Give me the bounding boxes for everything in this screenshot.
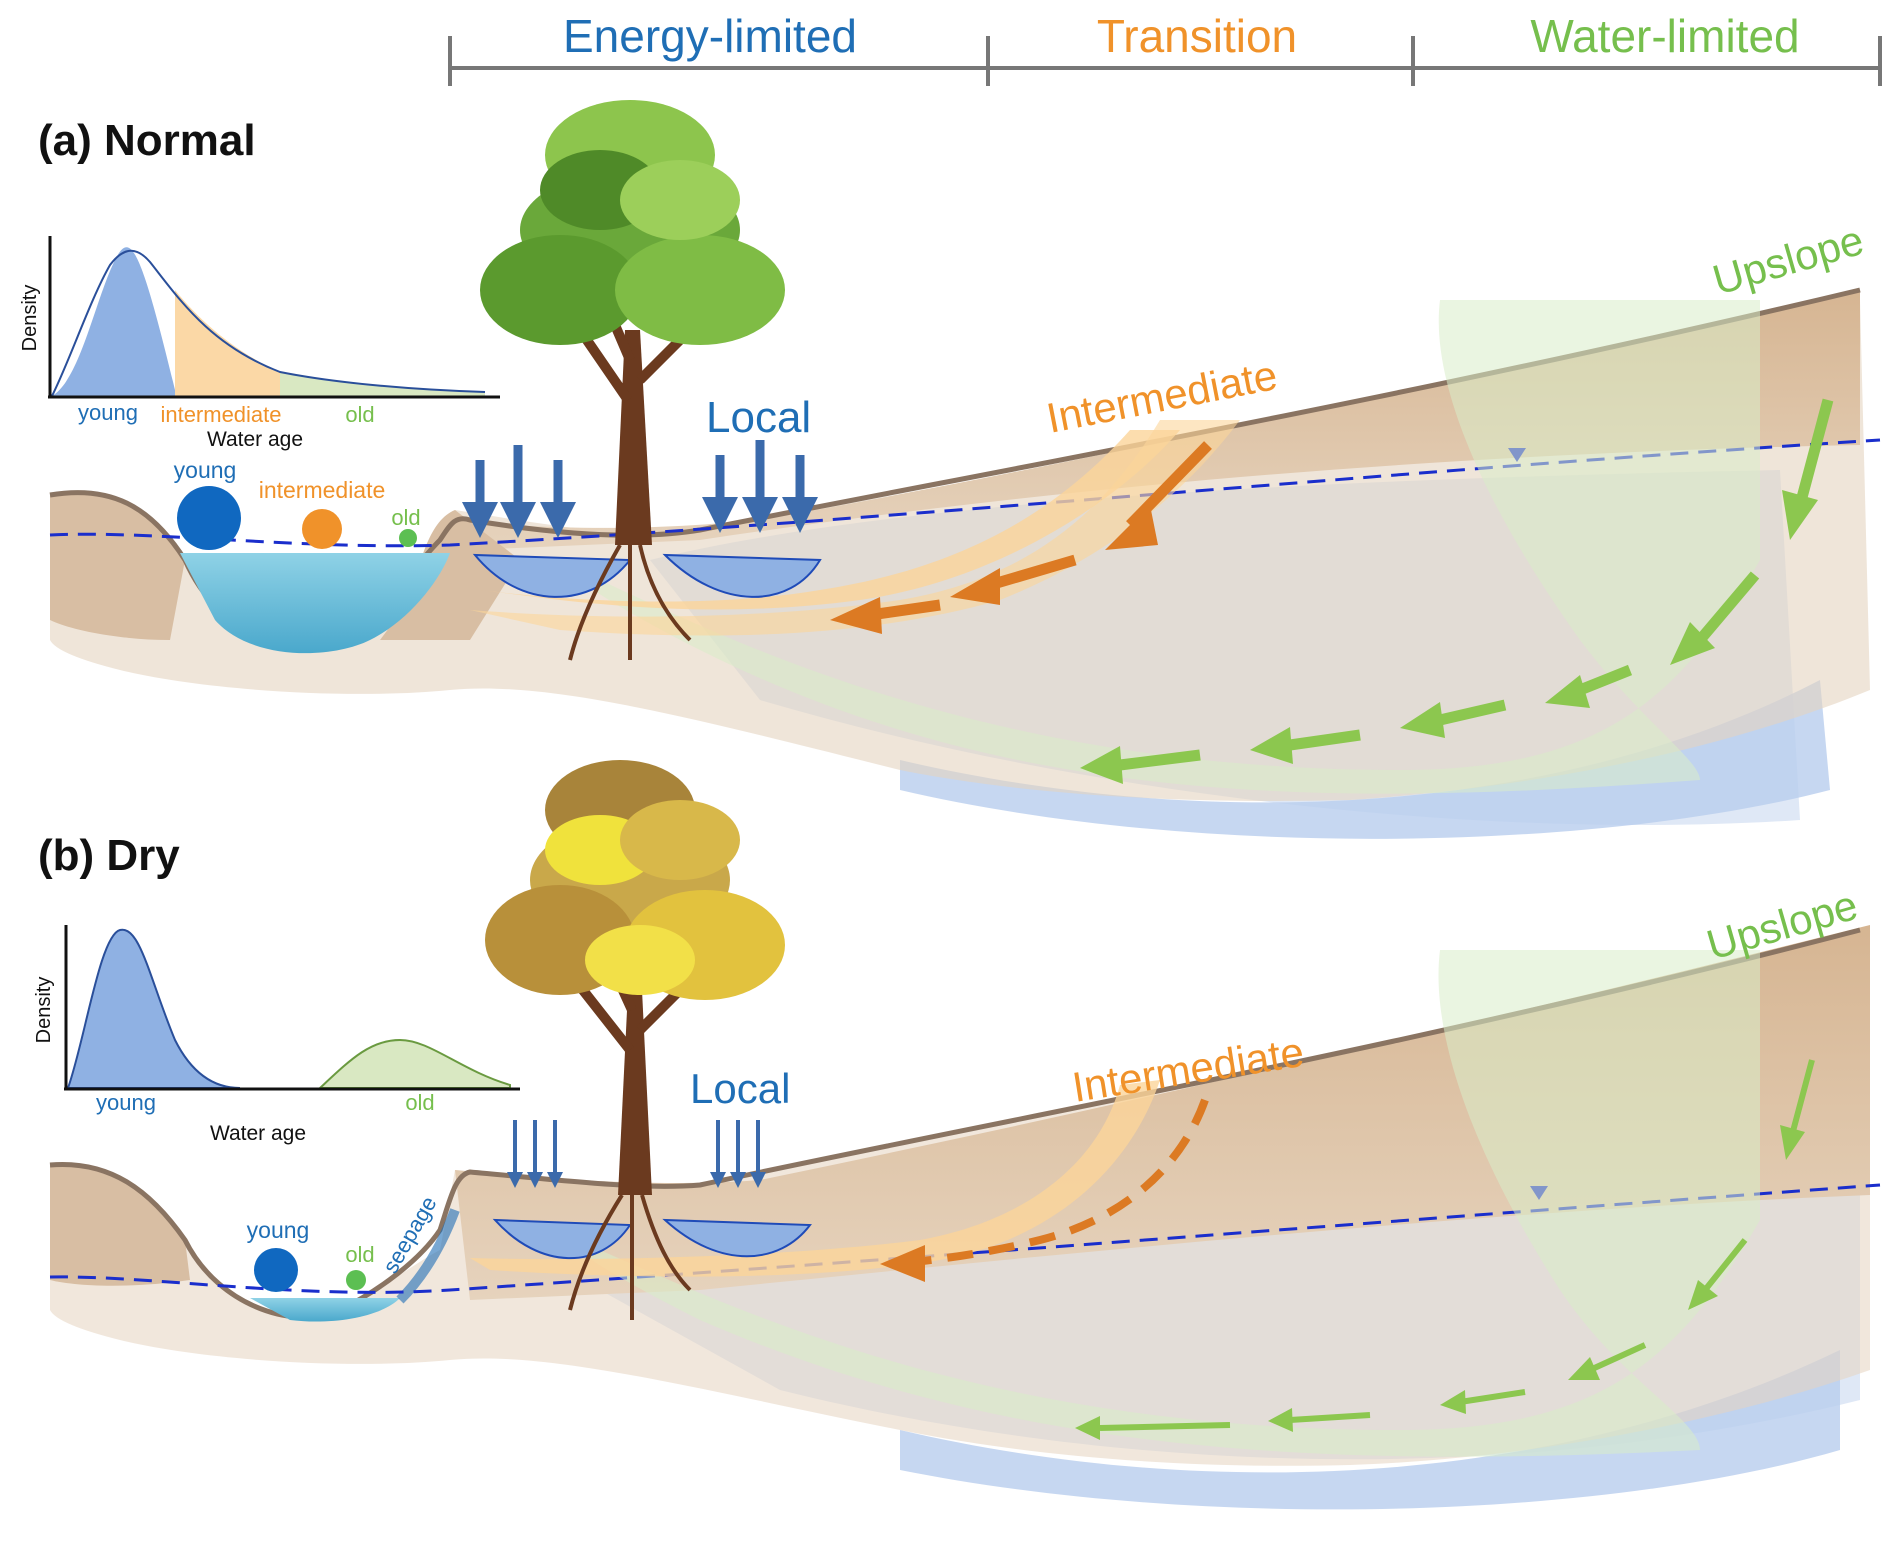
panel-b-river-water [250, 1298, 400, 1322]
density-old-area [317, 1038, 511, 1089]
panel-a-bubble-intermediate [302, 509, 342, 549]
panel-b-upslope-arrows [1075, 1059, 1815, 1440]
panel-b-upslope-band [576, 950, 1760, 1457]
panel-a-deep-groundwater [900, 680, 1830, 839]
panel-a-river-water [180, 553, 450, 654]
panel-a-bubble-old-label: old [391, 505, 420, 530]
tree-autumn-icon [485, 760, 785, 1320]
panel-b-bubble-old-label: old [345, 1242, 374, 1267]
panel-a-upslope-arrows [1080, 398, 1834, 784]
panel-b-intermediate-arrow [880, 1098, 1209, 1282]
panel-a-label-upslope: Upslope [1708, 216, 1869, 304]
density-cat-young: young [78, 400, 138, 425]
density-old-area [280, 372, 485, 396]
density-young-area [66, 928, 241, 1089]
panel-a-intermediate-arrows [830, 441, 1212, 634]
panel-b-bubble-young [254, 1248, 298, 1292]
density-cat-old: old [405, 1090, 434, 1115]
density-x-label: Water age [207, 428, 303, 451]
panel-b-label-local: Local [690, 1065, 790, 1112]
density-y-label: Density [19, 285, 41, 352]
density-young-area [52, 247, 175, 396]
density-cat-old: old [345, 402, 374, 427]
zone-label-water: Water-limited [1530, 10, 1799, 62]
panel-b-local-band-left [492, 1218, 632, 1260]
panel-a-label-local: Local [706, 393, 811, 442]
zone-label-transition: Transition [1097, 10, 1297, 62]
panel-a-bubble-young [177, 486, 241, 550]
panel-b-local-band-right [662, 1218, 812, 1258]
panel-b-bubble-young-label: young [247, 1217, 310, 1243]
panel-a-upslope-band [571, 300, 1761, 794]
panel-b-density-chart: Density young old Water age [33, 925, 520, 1145]
panel-a-bubble-intermediate-label: intermediate [259, 477, 386, 503]
panel-b-bank-left [50, 1164, 190, 1286]
panel-a-intermediate-band [480, 430, 1180, 610]
panel-a-title: (a) Normal [38, 116, 256, 165]
panel-b-title: (b) Dry [38, 831, 180, 880]
panel-a-local-arrows [462, 440, 818, 538]
panel-b-ground-surface [49, 927, 1861, 1320]
panel-b-local-arrows [507, 1120, 766, 1188]
panel-a: (a) Normal Density young intermediate ol… [19, 100, 1881, 839]
density-curve [51, 249, 486, 397]
panel-b-seepage-face [396, 1208, 460, 1304]
panel-a-local-band-right [662, 553, 822, 598]
zone-header: Energy-limited Transition Water-limited [448, 10, 1882, 86]
panel-a-bubble-young-label: young [174, 457, 237, 483]
panel-a-intermediate-band-outer [470, 420, 1240, 636]
panel-b: (b) Dry Density young old Water age [33, 760, 1881, 1510]
panel-a-bank-left [50, 492, 185, 640]
tree-green-icon [480, 100, 785, 661]
density-cat-intermediate: intermediate [160, 402, 281, 427]
panel-a-density-chart: Density young intermediate old Water age [19, 236, 500, 451]
panel-a-bubble-old [399, 529, 417, 547]
panel-a-local-band-left [472, 553, 633, 598]
panel-b-deep-groundwater [900, 1350, 1840, 1510]
zone-label-energy: Energy-limited [563, 10, 857, 62]
panel-b-intermediate-band [470, 1080, 1160, 1277]
density-x-label: Water age [210, 1122, 306, 1145]
density-cat-young: young [96, 1090, 156, 1115]
density-y-label: Density [33, 977, 55, 1044]
panel-b-bubble-old [346, 1270, 366, 1290]
